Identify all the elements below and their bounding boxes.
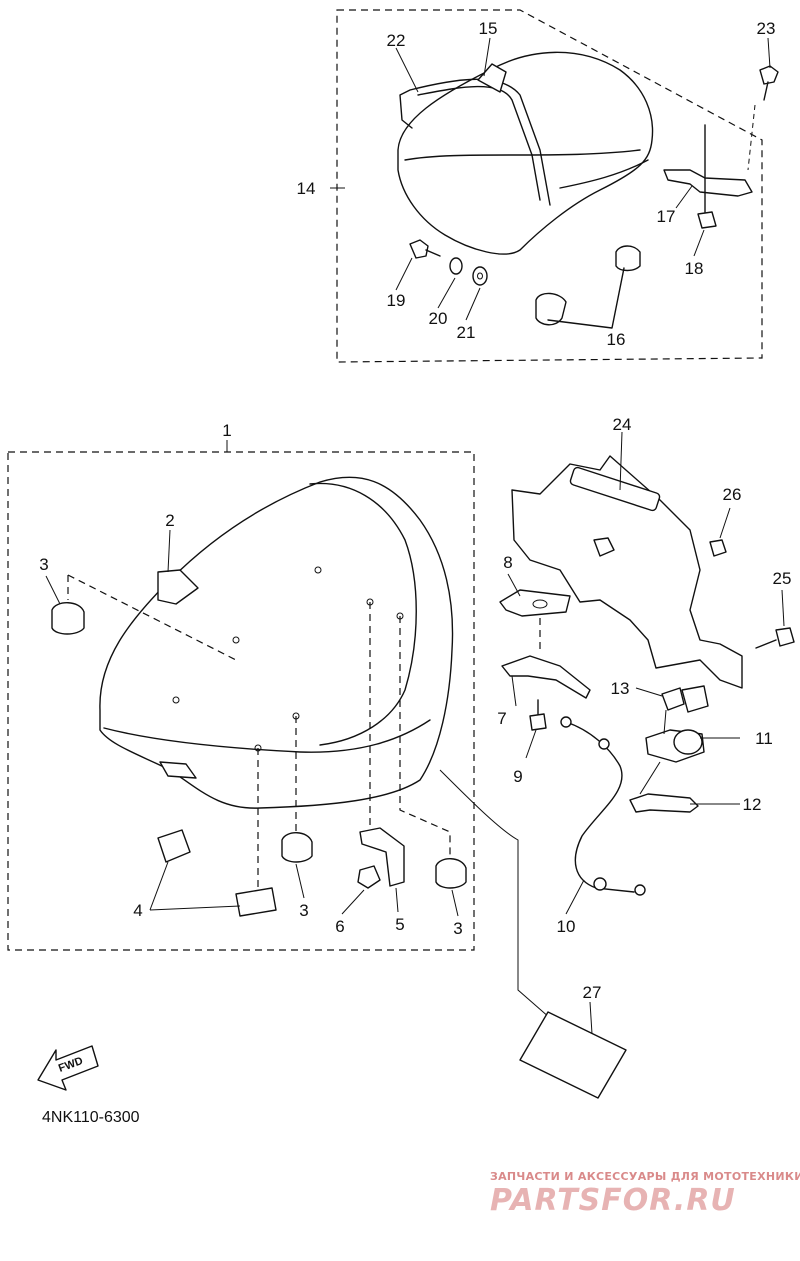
lock-bracket-group [499, 431, 795, 915]
label-3: 3 [299, 901, 308, 920]
label-20: 20 [429, 309, 448, 328]
label-11: 11 [755, 729, 773, 748]
label-27: 27 [583, 983, 602, 1002]
watermark-subtitle: ЗАПЧАСТИ И АКСЕССУАРЫ ДЛЯ МОТОТЕХНИКИ [490, 1170, 800, 1183]
label-14: 14 [297, 179, 316, 198]
label-9: 9 [513, 767, 522, 786]
label-8: 8 [503, 553, 512, 572]
label-3: 3 [453, 919, 462, 938]
watermark-site: PARTSFOR.RU [490, 1183, 736, 1218]
label-1: 1 [222, 421, 231, 440]
label-3: 3 [39, 555, 48, 574]
label-13: 13 [611, 679, 630, 698]
label-25: 25 [773, 569, 792, 588]
label-12: 12 [743, 795, 762, 814]
label-18: 18 [685, 259, 704, 278]
label-tag-27 [519, 1011, 627, 1099]
label-4: 4 [133, 901, 142, 920]
main-seat-group [7, 440, 475, 951]
label-21: 21 [457, 323, 476, 342]
label-5: 5 [395, 915, 404, 934]
label-16: 16 [607, 330, 626, 349]
diagram-code: 4NK110-6300 [42, 1109, 140, 1126]
label-2: 2 [165, 511, 174, 530]
label-24: 24 [613, 415, 632, 434]
label-6: 6 [335, 917, 344, 936]
label-19: 19 [387, 291, 406, 310]
fwd-arrow-icon: FWD [37, 1045, 99, 1091]
label-17: 17 [657, 207, 676, 226]
label-22: 22 [387, 31, 406, 50]
label-23: 23 [757, 19, 776, 38]
label-7: 7 [497, 709, 506, 728]
label-15: 15 [479, 19, 498, 38]
label-10: 10 [557, 917, 576, 936]
label-26: 26 [723, 485, 742, 504]
part-labels: 1 2 3 3 3 4 5 6 7 8 9 10 11 12 13 14 15 … [39, 19, 791, 1002]
watermark: ЗАПЧАСТИ И АКСЕССУАРЫ ДЛЯ МОТОТЕХНИКИ PA… [490, 1170, 800, 1218]
rear-seat-group [330, 9, 779, 363]
